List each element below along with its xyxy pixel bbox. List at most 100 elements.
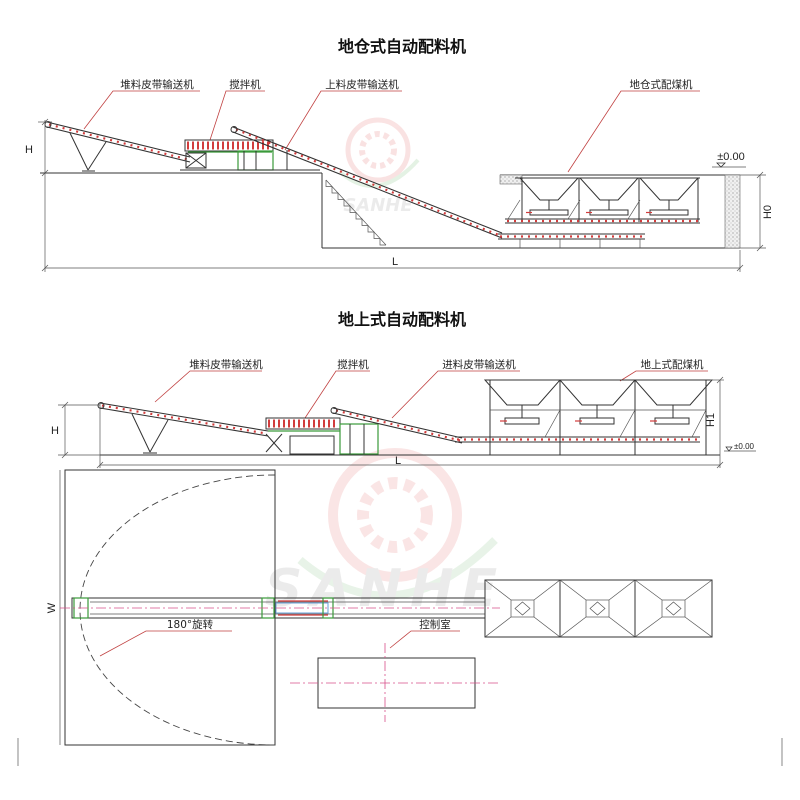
dim-tick [41, 169, 49, 177]
dim-pit-depth: H0 [762, 205, 774, 219]
watermark-gear-icon [359, 131, 397, 169]
hopper [558, 379, 637, 406]
belt-top [232, 126, 503, 234]
hopper [638, 177, 700, 201]
dim-tick [61, 401, 69, 409]
hopper [578, 177, 640, 201]
dim-tick [716, 461, 724, 469]
soil-hatch [724, 174, 741, 249]
leader-mixer [209, 90, 265, 141]
belt-top [46, 121, 191, 158]
control-room-outline [317, 657, 476, 709]
hopper-gate [589, 601, 606, 616]
belt-feeder [589, 209, 629, 216]
level-marker-icon [716, 162, 726, 168]
label-feed-conveyor: 进料皮带输送机 [442, 358, 516, 371]
watermark-top: SANHE [338, 117, 420, 216]
surface-type-elevation: 地上式自动配料机 堆料皮带输送机 搅拌机 进料皮带输送机 地上式配煤机 [51, 310, 756, 469]
leader-batcher [567, 90, 700, 173]
mixer-drive [339, 423, 379, 455]
dim-tick [756, 244, 764, 252]
belt-bottom [99, 407, 269, 437]
pit-batcher [498, 177, 700, 248]
leader-batcher [619, 370, 708, 382]
mixer-frame [185, 152, 207, 169]
head-pulley [330, 407, 338, 414]
dim-width: W [46, 602, 58, 613]
hopper-gate [514, 601, 531, 616]
leader-feed-conveyor [284, 90, 402, 151]
mixer [180, 139, 320, 171]
pit-type-dimensions: H ±0.00 H0 L [25, 118, 774, 272]
dim-tick [96, 461, 104, 469]
leader-feed-conveyor [391, 370, 520, 419]
hopper-plan [559, 579, 636, 638]
dim-level: ±0.00 [717, 151, 744, 163]
hopper-outline [634, 579, 713, 638]
rollers [48, 123, 189, 161]
pit-type-title: 地仓式自动配料机 [338, 37, 466, 56]
watermark-logo-ring [328, 448, 462, 582]
watermark-swoosh [297, 537, 498, 600]
label-control-room: 控制室 [419, 618, 451, 631]
rollers [235, 128, 501, 237]
dim-length: L [395, 455, 401, 467]
dim-height: H [51, 425, 59, 437]
feed-conveyor [230, 126, 503, 239]
pit-type-elevation: 地仓式自动配料机 堆料皮带输送机 搅拌机 上料皮带输送机 地仓式配煤机 [25, 37, 774, 272]
watermark-text: SANHE [343, 195, 413, 216]
label-stacking-conveyor: 堆料皮带输送机 [189, 358, 263, 371]
label-batcher: 地上式配煤机 [641, 358, 704, 371]
dim-tick [716, 376, 724, 384]
label-feed-conveyor: 上料皮带输送机 [325, 78, 399, 91]
feed-conveyor [330, 407, 700, 444]
control-room [290, 643, 500, 722]
stacking-conveyor [44, 121, 191, 172]
label-batcher: 地仓式配煤机 [630, 78, 693, 91]
frame-brace [544, 409, 561, 438]
support-leg [87, 141, 107, 171]
leader-mixer [304, 370, 370, 419]
dim-hopper-height: H1 [705, 413, 717, 427]
rollers [101, 404, 267, 435]
hopper [518, 177, 580, 201]
rollers [335, 409, 461, 442]
hoppers-plan [484, 579, 713, 638]
support-leg [131, 413, 151, 453]
belt-bottom [232, 131, 503, 239]
mixer [265, 417, 379, 455]
head-pulley [97, 402, 105, 409]
belt-bottom [46, 126, 191, 163]
stacking-conveyor [97, 402, 269, 454]
label-mixer: 搅拌机 [337, 358, 369, 371]
dim-tick [756, 171, 764, 179]
frame-brace [507, 199, 521, 220]
belt-top [99, 402, 269, 432]
stockpile-area [64, 469, 276, 746]
dim-height: H [25, 144, 33, 156]
belt-feeder [654, 417, 690, 425]
plan-view: W [17, 469, 783, 766]
level-marker-icon [725, 446, 733, 452]
support-leg [69, 132, 89, 171]
dim-tick [736, 264, 744, 272]
watermark-swoosh [338, 158, 420, 188]
leader-control-room [389, 630, 460, 649]
watermark-gear-icon [357, 477, 433, 553]
dim-length: L [392, 256, 398, 268]
mixer-brace [185, 152, 207, 169]
frame-brace [567, 199, 581, 220]
soil-hatch [499, 174, 523, 185]
belt-feeder [504, 417, 540, 425]
hopper [633, 379, 714, 406]
belt-feeder [579, 417, 615, 425]
label-stacking-conveyor: 堆料皮带输送机 [120, 78, 194, 91]
hopper [483, 379, 562, 406]
hopper-outlet [510, 599, 535, 618]
hopper-outlet [585, 599, 610, 618]
rotation-arc [79, 474, 276, 746]
hopper-gate [665, 601, 682, 616]
head-pulley [230, 126, 238, 133]
dim-tick [61, 451, 69, 459]
